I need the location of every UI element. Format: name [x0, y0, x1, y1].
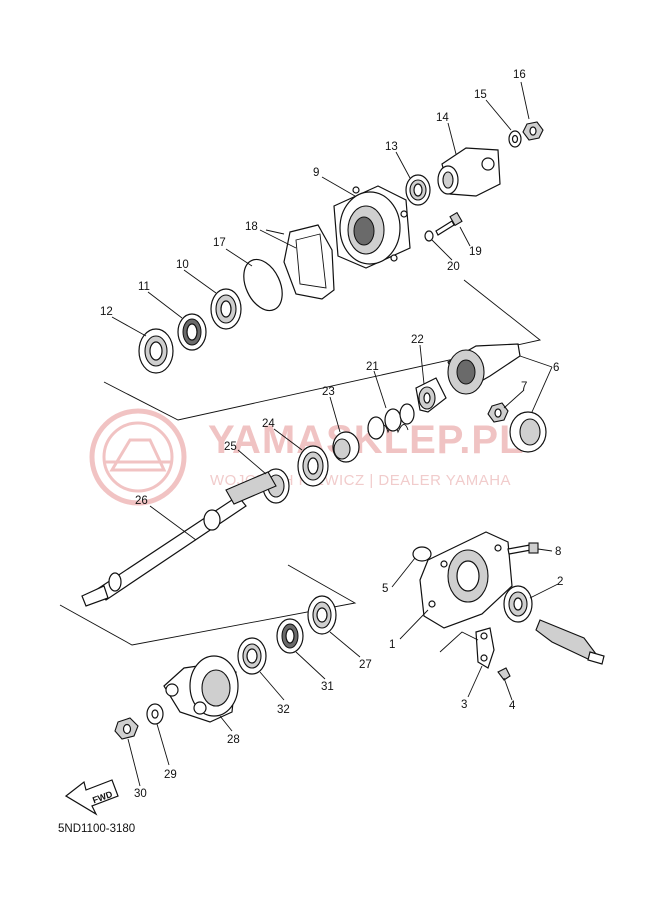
part-7-nut	[487, 402, 509, 423]
callout-12: 12	[100, 306, 113, 318]
callout-13: 13	[385, 141, 398, 153]
group-frame-lower	[59, 564, 357, 646]
part-5-o-ring	[412, 546, 432, 562]
pinion-shaft	[535, 619, 605, 665]
part-17-o-ring	[243, 258, 283, 312]
callout-26: 26	[135, 495, 148, 507]
callout-25: 25	[224, 441, 237, 453]
part-18-gasket	[283, 224, 335, 300]
callout-15: 15	[474, 89, 487, 101]
watermark-title: YAMASKLEP.PL	[208, 418, 525, 462]
callout-2: 2	[557, 576, 563, 588]
callout-18: 18	[245, 221, 258, 233]
part-13-seal	[405, 174, 431, 206]
callout-31: 31	[321, 681, 334, 693]
part-1-housing	[419, 531, 513, 629]
watermark-logo	[89, 408, 187, 506]
callout-28: 28	[227, 734, 240, 746]
callout-30: 30	[134, 788, 147, 800]
leader-lines	[111, 81, 559, 787]
callout-4: 4	[509, 700, 516, 712]
part-10-bearing	[210, 288, 242, 330]
part-22-coupler	[415, 377, 447, 413]
part-6-gear-set	[447, 343, 547, 453]
part-31-ring	[276, 618, 304, 654]
part-8-bolt	[507, 542, 539, 555]
callout-21: 21	[366, 361, 379, 373]
callout-23: 23	[322, 386, 335, 398]
part-16-nut	[522, 121, 544, 141]
part-28-yoke	[163, 655, 239, 723]
callout-10: 10	[176, 259, 189, 271]
callout-29: 29	[164, 769, 177, 781]
part-20-washer	[424, 230, 434, 242]
part-14-yoke	[437, 147, 501, 197]
part-24-bearing	[297, 445, 329, 487]
fwd-arrow: FWD	[64, 779, 119, 816]
callout-32: 32	[277, 704, 290, 716]
part-12-bearing	[138, 328, 174, 374]
part-11-ring	[177, 313, 207, 351]
part-9-housing	[333, 185, 411, 269]
callout-labels: 1 2 3 4 5 6 7 8 9 10 11 12 13 14 15 16 1…	[100, 69, 563, 800]
part-4-screw	[497, 667, 511, 681]
callout-1: 1	[389, 639, 395, 651]
callout-3: 3	[461, 699, 467, 711]
part-21-spring	[367, 403, 415, 440]
callout-27: 27	[359, 659, 372, 671]
group-frame-upper	[103, 279, 542, 421]
callout-11: 11	[138, 281, 150, 293]
callout-8: 8	[555, 546, 561, 558]
part-32-seal	[237, 637, 267, 675]
part-15-washer	[508, 130, 522, 148]
callout-5: 5	[382, 583, 388, 595]
callout-22: 22	[411, 334, 424, 346]
part-27-bearing	[307, 595, 337, 635]
callout-7: 7	[521, 381, 527, 393]
part-3-bracket	[475, 627, 495, 669]
diagram-code: 5ND1100-3180	[58, 823, 135, 835]
callout-17: 17	[213, 237, 226, 249]
callout-19: 19	[469, 246, 482, 258]
callout-9: 9	[313, 167, 319, 179]
part-19-bolt	[435, 211, 463, 236]
callout-24: 24	[262, 418, 275, 430]
callout-14: 14	[436, 112, 449, 124]
callout-6: 6	[553, 362, 559, 374]
part-23-collar	[332, 431, 360, 463]
part-2-bearing	[503, 585, 533, 623]
callout-20: 20	[447, 261, 460, 273]
part-26-shaft	[81, 471, 277, 607]
part-30-nut	[114, 717, 139, 740]
part-29-washer	[146, 703, 164, 725]
callout-16: 16	[513, 69, 526, 81]
